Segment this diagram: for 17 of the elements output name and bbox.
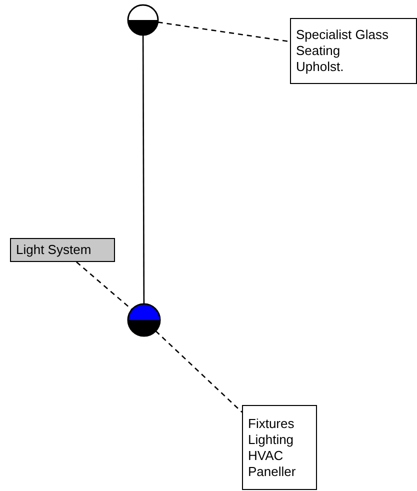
box-text: Paneller: [248, 464, 297, 480]
box-text: Upholst.: [296, 59, 345, 75]
box-text: HVAC: [248, 448, 284, 464]
box-text: Fixtures: [248, 416, 296, 432]
leader-line: [76, 262, 132, 310]
half-filled-circle: [127, 303, 161, 337]
box-text: Specialist Glass: [296, 27, 390, 43]
label-box: [290, 18, 417, 84]
leader-line: [155, 330, 242, 413]
box-text: Lighting: [248, 432, 295, 448]
leader-line: [158, 22, 290, 42]
box-text: Seating: [296, 43, 342, 59]
label-box: [10, 238, 115, 262]
label-box: [242, 405, 317, 490]
box-text: Light System: [16, 242, 92, 258]
half-filled-circle: [127, 4, 159, 36]
connector-line: [142, 35, 145, 304]
